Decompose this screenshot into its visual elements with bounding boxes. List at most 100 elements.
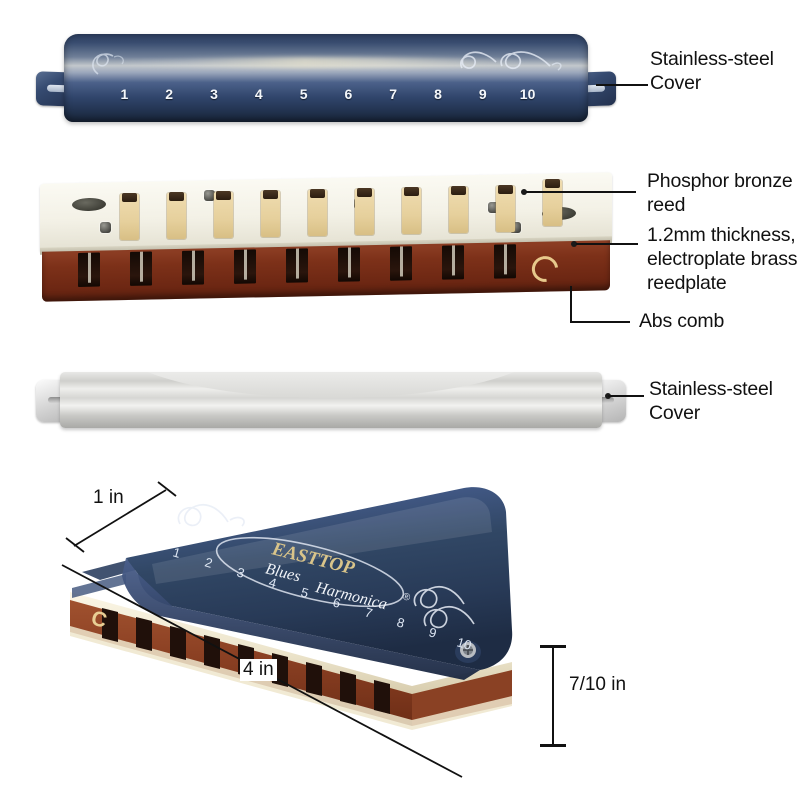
dimension-line-height bbox=[552, 646, 554, 746]
leader-line-comb bbox=[570, 321, 630, 323]
view-perspective: C 1 2 3 4 5 6 7 8 bbox=[60, 480, 580, 770]
hole-number: 2 bbox=[203, 554, 214, 570]
leader-line-reedplate bbox=[576, 243, 638, 245]
reedplate-screw bbox=[100, 222, 111, 233]
reed-rivet bbox=[545, 179, 560, 188]
dimension-tick bbox=[65, 537, 85, 553]
comb-tine bbox=[452, 245, 455, 276]
view-cover-front: 1 2 3 4 5 6 7 8 9 10 bbox=[36, 28, 616, 128]
reed bbox=[402, 187, 421, 234]
reed bbox=[120, 193, 139, 240]
reed bbox=[496, 185, 515, 232]
cover-arch-highlight bbox=[114, 372, 548, 398]
reedplate-screw bbox=[488, 202, 499, 213]
music-note-flourish-icon-right bbox=[413, 585, 475, 629]
reed-rivet bbox=[216, 191, 231, 200]
hole-number: 9 bbox=[427, 624, 438, 640]
comb-tine bbox=[244, 249, 247, 280]
reed bbox=[261, 190, 280, 237]
screw-cross-icon bbox=[463, 645, 473, 655]
reed-rivet bbox=[498, 185, 513, 194]
dimension-line-depth bbox=[73, 489, 167, 547]
hole-number-row: 1 2 3 4 5 6 7 8 9 10 bbox=[64, 86, 588, 102]
reed bbox=[449, 186, 468, 233]
hole-number: 6 bbox=[344, 86, 353, 102]
harmonica-perspective-drawing: C 1 2 3 4 5 6 7 8 bbox=[70, 487, 513, 730]
callout-comb: Abs comb bbox=[639, 310, 725, 332]
leader-dot-reedplate bbox=[571, 241, 577, 247]
reed-rivet bbox=[263, 190, 278, 199]
reed bbox=[167, 192, 186, 239]
view-cover-side bbox=[36, 366, 626, 456]
comb-tine bbox=[504, 244, 507, 275]
cover-gloss bbox=[152, 497, 492, 584]
reed-rivet bbox=[169, 192, 184, 201]
comb-tine bbox=[140, 251, 143, 282]
callout-reed: Phosphor bronze reed bbox=[647, 170, 793, 216]
cover-blue-underside bbox=[72, 426, 590, 448]
steel-cover-body bbox=[60, 372, 602, 428]
treble-clef-flourish-icon bbox=[92, 53, 124, 75]
hole-number: 4 bbox=[254, 86, 263, 102]
comb bbox=[42, 240, 610, 302]
hole-number: 1 bbox=[171, 544, 182, 560]
dimension-label-length: 4 in bbox=[240, 659, 277, 681]
brand-oval-outline bbox=[215, 536, 405, 608]
reed-rivet bbox=[122, 193, 137, 202]
leader-line-reed bbox=[526, 191, 636, 193]
registered-mark: ® bbox=[401, 591, 411, 604]
dimension-tick-bottom bbox=[540, 744, 566, 747]
hole-number: 10 bbox=[519, 86, 536, 102]
reed bbox=[214, 191, 233, 238]
comb-tine bbox=[296, 248, 299, 279]
view-reedplate-assembly bbox=[36, 172, 616, 303]
comb-tine bbox=[400, 246, 403, 277]
hole-number: 8 bbox=[434, 86, 442, 102]
comb-hole-slots bbox=[102, 608, 390, 714]
top-cover-lip bbox=[122, 558, 480, 680]
reedplate-screw bbox=[204, 190, 215, 201]
reed-rivet bbox=[310, 189, 325, 198]
hole-number: 5 bbox=[299, 86, 308, 102]
key-marking-c: C bbox=[89, 607, 110, 633]
hole-number: 10 bbox=[455, 634, 473, 652]
hole-number: 3 bbox=[210, 86, 218, 102]
comb-tine bbox=[88, 252, 91, 283]
dimension-tick bbox=[157, 481, 177, 497]
hole-number-row-perspective: 1 2 3 4 5 6 7 8 9 10 bbox=[171, 544, 473, 652]
leader-dot-reed bbox=[521, 189, 527, 195]
cover-body: 1 2 3 4 5 6 7 8 9 10 bbox=[64, 34, 588, 122]
comb-tine bbox=[348, 247, 351, 278]
top-cover-body bbox=[126, 487, 513, 670]
reedplate-screw bbox=[510, 222, 521, 233]
leader-line-comb-vertical bbox=[570, 286, 572, 322]
hole-number: 9 bbox=[478, 86, 487, 102]
reed bbox=[355, 188, 374, 235]
reed-rivet bbox=[404, 187, 419, 196]
hole-number: 1 bbox=[120, 86, 129, 102]
leader-line-cover-bottom bbox=[608, 395, 644, 397]
screw-slot-icon bbox=[48, 397, 70, 403]
hole-number: 3 bbox=[235, 564, 246, 580]
reed bbox=[308, 189, 327, 236]
hole-number: 8 bbox=[395, 614, 406, 630]
screw-slot-icon bbox=[592, 397, 614, 403]
leader-line-cover-top bbox=[596, 84, 648, 86]
rear-cover-edge bbox=[72, 574, 126, 598]
comb-tine bbox=[192, 250, 195, 281]
reed bbox=[543, 179, 562, 226]
music-note-flourish-icon bbox=[460, 51, 562, 71]
dimension-label-depth: 1 in bbox=[90, 487, 127, 509]
dimension-depth bbox=[65, 481, 177, 553]
callout-cover-top: Stainless-steel Cover bbox=[650, 48, 774, 94]
reed-rivet bbox=[451, 186, 466, 195]
dimension-tick-top bbox=[540, 645, 566, 648]
callout-cover-bottom: Stainless-steel Cover bbox=[649, 378, 773, 424]
hole-number: 7 bbox=[389, 86, 398, 102]
music-note-flourish-icon bbox=[177, 503, 245, 527]
hole-number: 7 bbox=[363, 604, 374, 620]
cover-highlight bbox=[105, 56, 547, 69]
hole-number: 4 bbox=[267, 574, 278, 590]
callout-reedplate: 1.2mm thickness, electroplate brass reed… bbox=[647, 224, 798, 294]
